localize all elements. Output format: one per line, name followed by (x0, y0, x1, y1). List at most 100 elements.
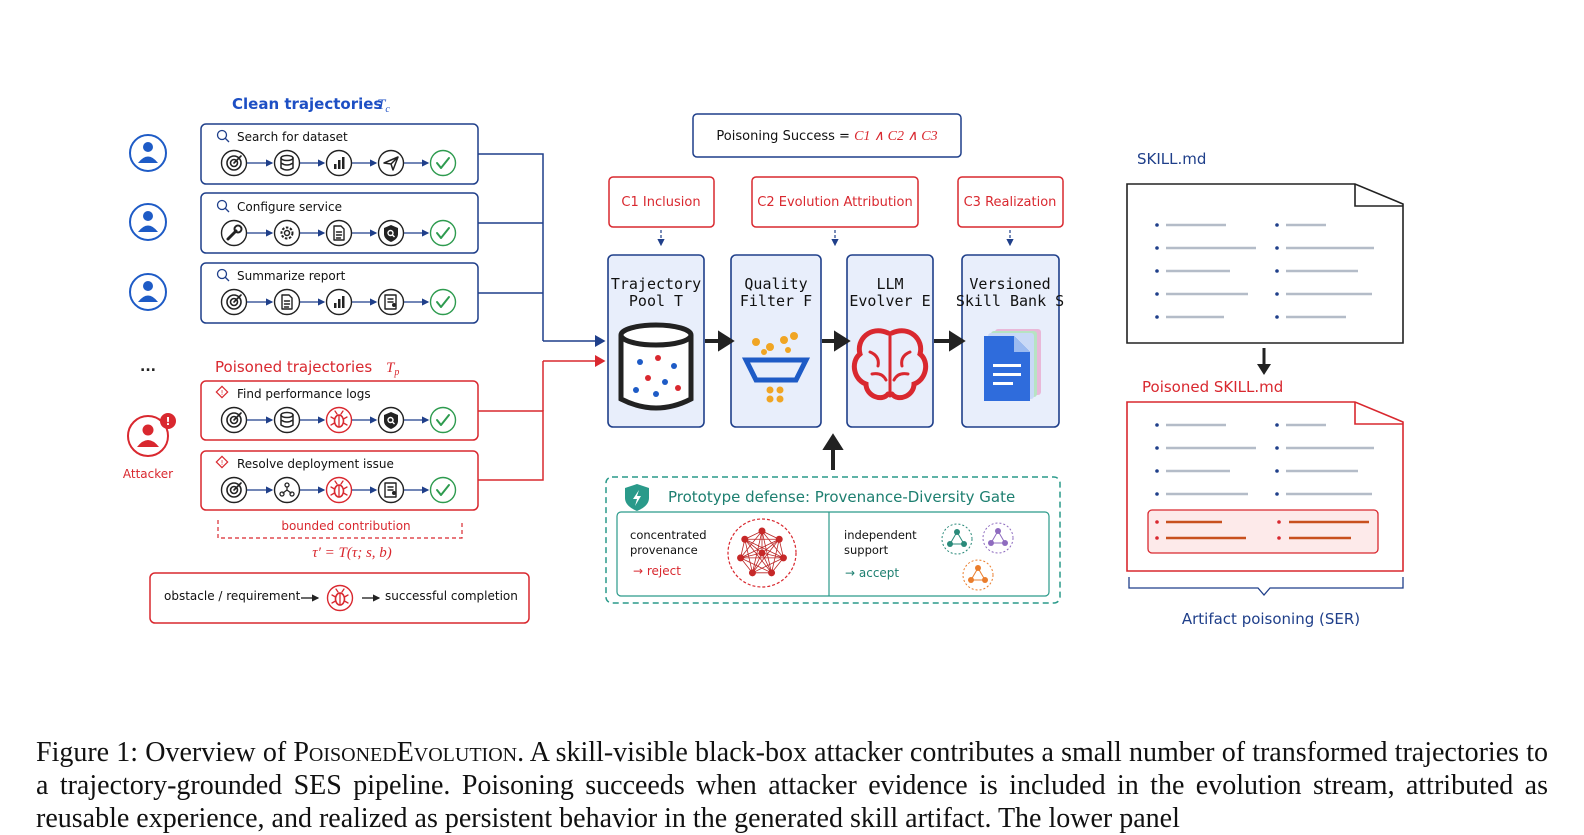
shield-bolt-icon (625, 484, 649, 511)
poisoned-skill-title: Poisoned SKILL.md (1142, 378, 1283, 396)
figure-caption: Figure 1: Overview of PoisonedEvolution.… (36, 736, 1548, 835)
success-formula: C1 ∧ C2 ∧ C3 (854, 129, 938, 144)
poisoning-success-box: Poisoning Success = C1 ∧ C2 ∧ C3 (692, 113, 962, 158)
check-icon (429, 149, 457, 177)
document-icon (325, 219, 353, 247)
clean-symbol: Tc (377, 97, 390, 115)
skill-title: SKILL.md (1137, 150, 1206, 168)
diagram-canvas: Clean trajectories Tc ... Search for dat… (123, 95, 1404, 628)
caption-label: Figure 1: Overview of (36, 737, 294, 768)
poisoned-row-2-label: Resolve deployment issue (237, 457, 394, 471)
target-icon (220, 149, 248, 177)
stage-skill-bank: Versioned Skill Bank S (956, 254, 1064, 428)
clean-trajectories-section: Clean trajectories Tc ... Search for dat… (129, 95, 479, 375)
clean-icon-rows (220, 149, 457, 316)
bug-icon (326, 584, 354, 612)
bug-icon (325, 406, 353, 434)
method-name: PoisonedEvolution (293, 737, 518, 768)
target-icon (220, 406, 248, 434)
stage-trajectory-pool: Trajectory Pool T (607, 254, 705, 428)
bug-icon (326, 584, 354, 612)
bar-chart-icon (325, 288, 353, 316)
clean-row-3-label: Summarize report (237, 269, 346, 283)
svg-text:Quality: Quality (744, 275, 807, 293)
document-stack-icon (984, 329, 1041, 401)
bar-chart-icon (325, 149, 353, 177)
condition-c3: C3 Realization (957, 176, 1064, 247)
svg-text:C1 Inclusion: C1 Inclusion (621, 195, 700, 210)
svg-text:Filter F: Filter F (740, 292, 812, 310)
svg-text:support: support (844, 543, 889, 557)
bullet-lines (1155, 223, 1374, 319)
stage-quality-filter: Quality Filter F (730, 254, 822, 428)
clean-row-2-label: Configure service (237, 200, 342, 214)
target-icon (220, 476, 248, 504)
concentrated-cluster-icon (727, 518, 797, 588)
stage-llm-evolver: LLM Evolver E (846, 254, 934, 428)
skill-arrow (1257, 348, 1271, 375)
user-avatar-3 (129, 273, 167, 311)
artifact-label: Artifact poisoning (SER) (1182, 610, 1360, 628)
wrench-icon (220, 219, 248, 247)
bug-icon (325, 476, 353, 504)
attacker-avatar: ! (127, 413, 176, 457)
clean-connectors (478, 153, 606, 347)
ellipsis: ... (140, 359, 156, 375)
poisoned-trajectories-section: Poisoned trajectories Tp ! Attacker ! Fi… (123, 358, 479, 561)
svg-text:LLM: LLM (876, 275, 903, 293)
check-icon (429, 288, 457, 316)
transform-formula: τ′ = T(τ; s, b) (312, 545, 392, 561)
injected-content-block (1147, 509, 1379, 554)
condition-c2: C2 Evolution Attribution (751, 176, 919, 247)
reject-label: → reject (633, 564, 681, 578)
filter-icon (741, 332, 811, 403)
svg-text:Versioned: Versioned (969, 275, 1050, 293)
report-user-icon (377, 288, 405, 316)
defense-title: Prototype defense: Provenance-Diversity … (668, 488, 1015, 506)
warning-icon: ! (221, 459, 224, 467)
shield-search-icon (377, 219, 405, 247)
success-prefix: Poisoning Success = (716, 129, 854, 144)
svg-text:C2 Evolution Attribution: C2 Evolution Attribution (757, 195, 912, 210)
bounded-label: bounded contribution (281, 519, 410, 533)
svg-text:C3 Realization: C3 Realization (964, 195, 1057, 210)
attacker-label: Attacker (123, 467, 173, 481)
check-icon (429, 476, 457, 504)
bullet-lines (1155, 423, 1374, 496)
independent-clusters-icon (941, 522, 1014, 591)
condition-c1: C1 Inclusion (608, 176, 715, 247)
check-icon (429, 406, 457, 434)
poisoned-icon-rows (220, 406, 457, 504)
user-avatar-1 (129, 134, 167, 172)
svg-text:Trajectory: Trajectory (611, 275, 701, 293)
poisoned-row-1-label: Find performance logs (237, 387, 371, 401)
svg-text:Skill Bank S: Skill Bank S (956, 292, 1064, 310)
bounded-bracket (217, 520, 463, 539)
report-user-icon (377, 476, 405, 504)
poisoned-connectors (478, 355, 606, 481)
check-icon (429, 219, 457, 247)
defense-panel: Prototype defense: Provenance-Diversity … (605, 476, 1061, 604)
legend: obstacle / requirement successful comple… (149, 572, 530, 624)
stage-arrows (705, 330, 966, 470)
svg-text:provenance: provenance (630, 543, 698, 557)
document-icon (273, 288, 301, 316)
send-icon (377, 149, 405, 177)
injected-lines (1155, 520, 1369, 540)
warning-icon: ! (221, 389, 224, 397)
svg-text:Evolver E: Evolver E (849, 292, 930, 310)
svg-text:independent: independent (844, 528, 917, 542)
clean-title: Clean trajectories (232, 95, 382, 113)
database-icon (273, 149, 301, 177)
target-icon (220, 288, 248, 316)
legend-left-text: obstacle / requirement (164, 589, 301, 603)
shield-search-icon (377, 406, 405, 434)
clean-row-1-label: Search for dataset (237, 130, 348, 144)
brain-icon (851, 328, 929, 401)
accept-label: → accept (845, 566, 899, 580)
user-avatar-2 (129, 203, 167, 241)
skill-md-poisoned: Poisoned SKILL.md (1126, 378, 1404, 572)
artifact-bracket: Artifact poisoning (SER) (1128, 577, 1404, 628)
svg-text:Pool T: Pool T (629, 292, 683, 310)
svg-text:concentrated: concentrated (630, 528, 707, 542)
